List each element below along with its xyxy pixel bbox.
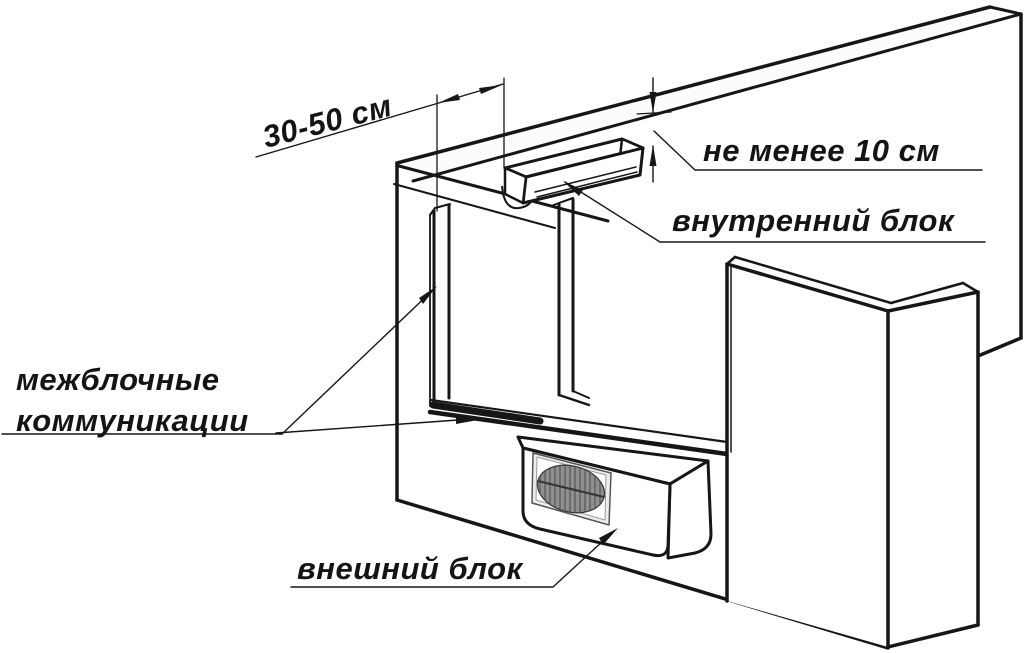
communication-channels (427, 197, 730, 457)
wall-top-face (397, 7, 1021, 181)
leader-lines (1, 130, 986, 588)
corner-wall (725, 255, 980, 649)
leader-indoor-unit (564, 181, 986, 243)
dimension-10cm (636, 77, 672, 183)
diagram-labels: 30-50 см не менее 10 см внутренний блок … (16, 88, 955, 586)
leader-outdoor-unit (290, 540, 604, 588)
label-outdoor-unit: внешний блок (297, 551, 524, 586)
indoor-unit-louver-b (536, 171, 638, 198)
corner-top-front-edge (725, 262, 890, 313)
dim-arrow-right (479, 85, 502, 94)
corner-left-panel (727, 264, 888, 647)
corner-right-top-back (889, 281, 965, 305)
leader-indoor-arrow (563, 181, 583, 196)
main-wall (393, 5, 1023, 650)
corner-right-top-front (886, 290, 980, 313)
leader-10cm (653, 130, 983, 171)
wall-top-right-cap (988, 5, 1023, 16)
horizontal-channel-bottom (427, 409, 730, 457)
dim-arrow-left (438, 94, 460, 103)
vdim-arrow-up (649, 145, 657, 166)
corner-top-back-edge (733, 255, 893, 305)
vdim-tick (636, 111, 672, 115)
right-jamb-cap (550, 197, 574, 207)
vertical-channel-cap (429, 203, 451, 216)
corner-right-cap (961, 281, 980, 294)
indoor-unit-louver-a (534, 166, 637, 193)
horizontal-channel-shadow (429, 401, 544, 425)
outdoor-unit (516, 435, 713, 560)
dimension-30-50 (255, 77, 505, 212)
indoor-unit (503, 137, 645, 205)
corner-right-panel (888, 292, 978, 647)
label-dim-10cm: не менее 10 см (703, 133, 940, 168)
right-jamb-foot-a (557, 393, 591, 407)
corner-bottom-edge (886, 623, 980, 649)
corner-top-face-right (888, 283, 978, 311)
label-communications-line1: межблочные (16, 362, 220, 397)
grille-mid-line (537, 480, 605, 498)
right-jamb-foot-b (572, 390, 590, 399)
leader-comm-right-arrow (456, 416, 478, 424)
outdoor-unit-right-face (666, 459, 713, 560)
wall-top-outer-edge (395, 5, 992, 165)
corner-top-face-left (727, 257, 891, 311)
leader-comm-up-arrow (419, 286, 437, 304)
label-communications-line2: коммуникации (16, 403, 249, 438)
indoor-unit-left-face (503, 166, 528, 205)
label-indoor-unit: внутренний блок (672, 203, 955, 238)
label-dim-30-50: 30-50 см (259, 88, 396, 155)
lintel-inner-line (393, 183, 556, 229)
leader-comm-up (281, 287, 436, 435)
leader-comm-right (275, 419, 459, 434)
horizontal-channel-top (429, 398, 729, 444)
dim-line (255, 83, 504, 158)
wall-top-inner-edge (411, 12, 1023, 183)
vdim-arrow-down (649, 92, 657, 113)
wall-bottom-right-edge (976, 336, 1023, 358)
leader-outdoor-arrow (599, 528, 618, 545)
